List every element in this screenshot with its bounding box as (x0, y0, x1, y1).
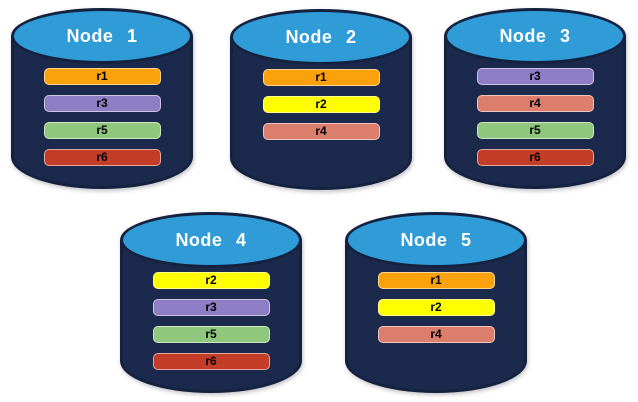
replica-bar-r3: r3 (43, 95, 161, 112)
replica-bar-r6: r6 (476, 149, 594, 166)
replica-bar-r3: r3 (152, 299, 270, 316)
cylinder-top: Node 2 (230, 9, 412, 65)
node-cylinder-3: Node 3 r3 r4 r5 r6 (444, 8, 626, 189)
node-label: Node 5 (400, 229, 472, 250)
node-label: Node 3 (499, 25, 571, 46)
replica-list: r3 r4 r5 r6 (444, 68, 626, 166)
replica-list: r2 r3 r5 r6 (120, 272, 302, 370)
replica-bar-r1: r1 (43, 68, 161, 85)
node-cylinder-2: Node 2 r1 r2 r4 (230, 9, 412, 190)
cylinder-top: Node 1 (11, 8, 193, 64)
node-cylinder-1: Node 1 r1 r3 r5 r6 (11, 8, 193, 189)
replica-bar-r1: r1 (377, 272, 495, 289)
node-cylinder-5: Node 5 r1 r2 r4 (345, 212, 527, 393)
node-label: Node 2 (285, 26, 357, 47)
replica-bar-r4: r4 (377, 326, 495, 343)
replica-bar-r6: r6 (43, 149, 161, 166)
cylinder-top: Node 5 (345, 212, 527, 268)
replica-bar-r2: r2 (152, 272, 270, 289)
node-label: Node 4 (175, 229, 247, 250)
replica-bar-r4: r4 (476, 95, 594, 112)
replica-list: r1 r2 r4 (345, 272, 527, 343)
replica-bar-r1: r1 (262, 69, 380, 86)
replica-bar-r5: r5 (152, 326, 270, 343)
node-cylinder-4: Node 4 r2 r3 r5 r6 (120, 212, 302, 393)
replica-bar-r6: r6 (152, 353, 270, 370)
replica-list: r1 r2 r4 (230, 69, 412, 140)
replica-list: r1 r3 r5 r6 (11, 68, 193, 166)
replica-bar-r5: r5 (43, 122, 161, 139)
node-label: Node 1 (66, 25, 138, 46)
replica-bar-r5: r5 (476, 122, 594, 139)
cylinder-top: Node 4 (120, 212, 302, 268)
replica-bar-r3: r3 (476, 68, 594, 85)
cylinder-top: Node 3 (444, 8, 626, 64)
replica-bar-r2: r2 (377, 299, 495, 316)
replica-bar-r2: r2 (262, 96, 380, 113)
replica-bar-r4: r4 (262, 123, 380, 140)
